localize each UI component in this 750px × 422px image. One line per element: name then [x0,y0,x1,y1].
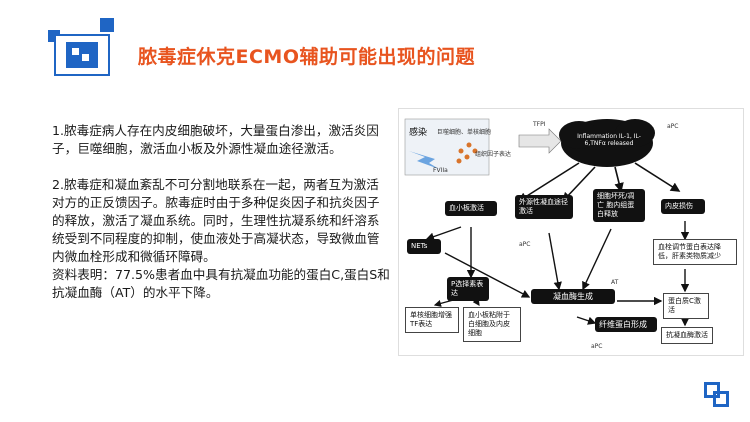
diagram-arrows [404,118,690,327]
icon-square [704,382,720,398]
paragraph-2: 2.脓毒症和凝血紊乱不可分割地联系在一起，两者互为激活对方的正反馈因子。脓毒症时… [52,177,380,264]
fibrin-box: 纤维蛋白形成 [595,317,657,332]
platelet-activation-box: 血小板激活 [445,201,497,216]
paragraph-3: 资料表明：77.5%患者血中具有抗凝血功能的蛋白C,蛋白S和抗凝血酶（AT）的水… [52,267,390,300]
apc-label-top: aPC [667,123,679,130]
endothelial-damage-box: 内皮损伤 [661,199,705,214]
apc-label-bottom: aPC [591,343,603,350]
infection-label: 感染 [409,128,428,138]
extrinsic-pathway-box: 外源性凝血途径激活 [515,195,573,219]
anti-thrombin-box: 抗凝血酶激活 [661,327,713,344]
at-label: AT [611,279,619,286]
overlap-squares-icon [704,382,730,408]
body-text: 1.脓毒症病人存在内皮细胞破坏，大量蛋白渗出，激活炎因子，巨噬细胞，激活血小板及… [52,122,390,302]
platelet-adhesion-box: 血小板粘附于白细胞及内皮细胞 [463,307,521,342]
tfpi-label: TFPI [533,121,546,128]
logo-notch [72,48,79,55]
endothelial-necrosis-box: 细胞坏死/凋亡 胞内组蛋白释放 [593,189,645,222]
paragraph-1: 1.脓毒症病人存在内皮细胞破坏，大量蛋白渗出，激活炎因子，巨噬细胞，激活血小板及… [52,123,379,156]
nets-box: NETs [407,239,441,254]
logo-square [100,18,114,32]
page-title: 脓毒症休克ECMO辅助可能出现的问题 [138,46,475,68]
apc-label-mid: aPC [519,241,531,248]
sepsis-coagulation-diagram: 感染 巨噬细胞、单核细胞 组织因子表达 FVIIa TFPI aPC Infla… [398,108,744,356]
cells-label: 巨噬细胞、单核细胞 [437,129,492,136]
regulator-box: 血栓调节蛋白表达降低，肝素类物质减少 [653,239,737,265]
fviia-label: FVIIa [433,167,448,174]
monocyte-tf-box: 单核细胞增强TF表达 [405,307,459,333]
tissue-factor-label: 组织因子表达 [475,151,512,158]
p-selectin-box: P选择素表达 [447,277,489,301]
thrombin-box: 凝血酶生成 [531,289,615,304]
logo-notch [82,54,89,61]
protein-c-box: 蛋白质C激活 [663,293,709,319]
inflammation-cloud: Inflammation IL-1, IL-6,TNFα released [577,133,641,147]
icon-square [713,391,729,407]
company-logo [48,14,126,78]
